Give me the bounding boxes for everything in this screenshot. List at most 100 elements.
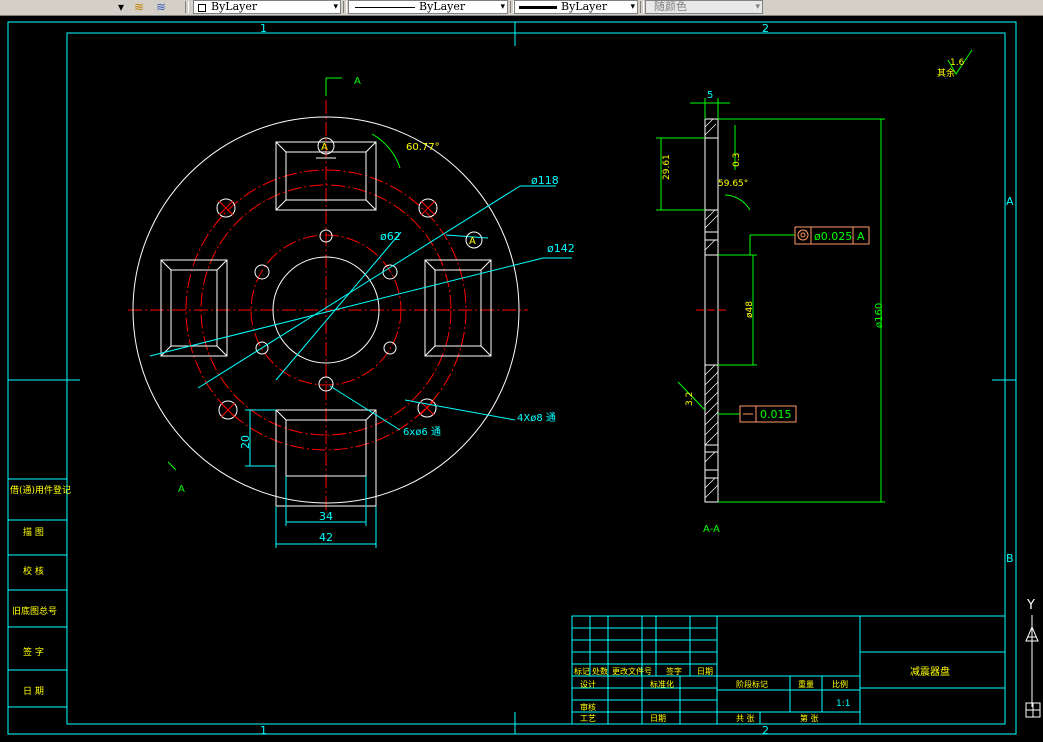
- pocket-left: [160, 259, 228, 357]
- dim-29-61: 29.61: [662, 154, 672, 180]
- ucs-y-label: Y: [1026, 598, 1035, 613]
- tb-standardization: 标准化: [650, 679, 674, 689]
- dropdown-arrow-icon[interactable]: ▾: [117, 0, 125, 14]
- center-lines: [128, 100, 528, 510]
- tb-row-label-1: 处数: [592, 666, 608, 676]
- datum-a-label: A: [321, 142, 328, 153]
- tb-row-label-4: 日期: [697, 667, 713, 676]
- dim-d142: ø142: [547, 242, 575, 255]
- zone-right-a: A: [1006, 195, 1014, 208]
- tb-row-label-2: 更改文件号: [612, 666, 652, 676]
- pocket-right: [424, 259, 492, 357]
- small-holes-6x: [254, 229, 398, 392]
- color-swatch: [198, 4, 206, 12]
- linetype-preview: [355, 7, 415, 8]
- tol-datum-label: A: [857, 230, 865, 243]
- tb-row-label-3: 签字: [666, 666, 682, 676]
- dim-20: 20: [239, 435, 252, 449]
- tb-sheet-num: 第 张: [800, 713, 819, 723]
- title-block-text: 标记 处数 更改文件号 签字 日期 设计 标准化 阶段标记 重量 比例 1:1 …: [574, 665, 950, 723]
- ucs-icon: Y: [1022, 595, 1043, 725]
- flatness-tolerance-frame: ø0.025 A: [794, 226, 870, 245]
- roughness-corner: 1.6 其余: [937, 49, 973, 79]
- zone-right-b: B: [1006, 552, 1014, 565]
- dim-34: 34: [319, 510, 333, 523]
- linetype-label: ByLayer: [419, 0, 466, 13]
- section-mark-bottom-label: A: [178, 484, 185, 495]
- roughness-corner-value: 1.6: [950, 58, 965, 68]
- pockets: [160, 141, 492, 507]
- pocket-top: [275, 141, 377, 211]
- zone-top-2: 2: [762, 22, 769, 35]
- layer-icon[interactable]: ≋: [133, 0, 145, 14]
- chevron-down-icon: ▾: [500, 2, 505, 12]
- roughness-corner-text: 其余: [937, 67, 955, 79]
- tb-weight: 重量: [798, 679, 814, 689]
- side-label-2: 校 核: [23, 565, 44, 577]
- toolbar-separator: [510, 1, 514, 13]
- dim-5: 5: [707, 90, 713, 101]
- layer-color-select[interactable]: ByLayer ▾: [193, 0, 341, 14]
- dim-6x-holes: 6xø6 通: [403, 426, 441, 438]
- side-label-5: 日 期: [23, 686, 44, 697]
- tb-approve-date: 日期: [650, 714, 666, 723]
- tb-process: 工艺: [580, 714, 596, 723]
- pocket-bottom: [275, 409, 377, 507]
- tb-scale-value: 1:1: [836, 699, 850, 709]
- section-mark-top-label: A: [354, 76, 361, 87]
- plotstyle-label: 随颜色: [654, 0, 687, 13]
- dim-d48: ø48: [745, 301, 755, 318]
- tb-drawing-name: 减震器盘: [910, 665, 950, 678]
- layers-stack-icon[interactable]: ≋: [155, 0, 167, 14]
- tol-straightness-label: 0.015: [760, 408, 792, 421]
- lineweight-label: ByLayer: [561, 0, 608, 13]
- chevron-down-icon: ▾: [755, 2, 760, 12]
- lineweight-select[interactable]: ByLayer ▾: [514, 0, 638, 14]
- toolbar-separator: [343, 1, 347, 13]
- dim-4x-holes: 4Xø8 通: [517, 412, 556, 424]
- chevron-down-icon: ▾: [333, 2, 338, 12]
- datum-a-right-label: A: [469, 236, 476, 247]
- datum-a-right-marker: A: [465, 231, 483, 249]
- plotstyle-select[interactable]: 随颜色 ▾: [645, 0, 763, 14]
- section-angle-label: 59.65°: [718, 179, 748, 189]
- tol-flatness-label: ø0.025: [814, 230, 852, 243]
- tb-reviewer: 审核: [580, 702, 596, 712]
- dim-d118: ø118: [531, 174, 559, 187]
- lineweight-preview: [519, 6, 557, 9]
- side-label-3: 旧底图总号: [12, 605, 57, 617]
- datum-a-marker: A: [316, 137, 336, 159]
- zone-bottom-1: 1: [260, 724, 267, 737]
- section-hatch: [704, 118, 719, 499]
- toolbar-separator: [185, 1, 189, 13]
- tb-stage-mark: 阶段标记: [736, 679, 768, 689]
- dim-0-3: 0.3: [732, 153, 742, 167]
- layer-color-label: ByLayer: [211, 0, 258, 13]
- side-label-1: 描 图: [23, 526, 44, 538]
- properties-toolbar: ▾ ≋ ≋ ByLayer ▾ ByLayer ▾ ByLayer ▾ 随颜色 …: [0, 0, 1043, 16]
- side-label-column: 借(通)用件登记 描 图 校 核 旧底图总号 签 字 日 期: [10, 484, 71, 697]
- dim-42: 42: [319, 531, 333, 544]
- section-label: A-A: [703, 524, 720, 535]
- front-view: A A 60.77° A A ø118 ø62 ø142 4Xø8 通 6xø6…: [128, 76, 575, 548]
- roughness-label: 3.2: [685, 392, 695, 406]
- dim-d62: ø62: [380, 230, 401, 243]
- tb-sheets-total: 共 张: [736, 714, 755, 723]
- angle-dimension: [371, 133, 401, 169]
- tb-designer: 设计: [580, 679, 596, 689]
- section-dimension-lines: [656, 98, 885, 503]
- tb-scale: 比例: [832, 679, 848, 689]
- front-dimension-lines: [149, 185, 572, 548]
- dim-d160: ø160: [874, 303, 885, 328]
- section-view: 5 29.61 0.3 59.65° ø0.025 A ø48 ø160 3.2…: [656, 90, 885, 535]
- tb-row-label-0: 标记: [574, 666, 590, 676]
- center-bore: [272, 256, 380, 364]
- side-label-4: 签 字: [23, 646, 44, 658]
- linetype-select[interactable]: ByLayer ▾: [348, 0, 508, 14]
- drawing-frame: [7, 21, 1017, 735]
- drawing-canvas[interactable]: 1 2 1 2 A B 借(通)用件登记 描 图 校 核 旧底图总号 签 字 日…: [0, 15, 1043, 742]
- straightness-tolerance-frame: 0.015: [739, 405, 797, 423]
- chevron-down-icon: ▾: [630, 2, 635, 12]
- outer-disk-outline: [132, 116, 520, 504]
- section-marks: [167, 77, 342, 471]
